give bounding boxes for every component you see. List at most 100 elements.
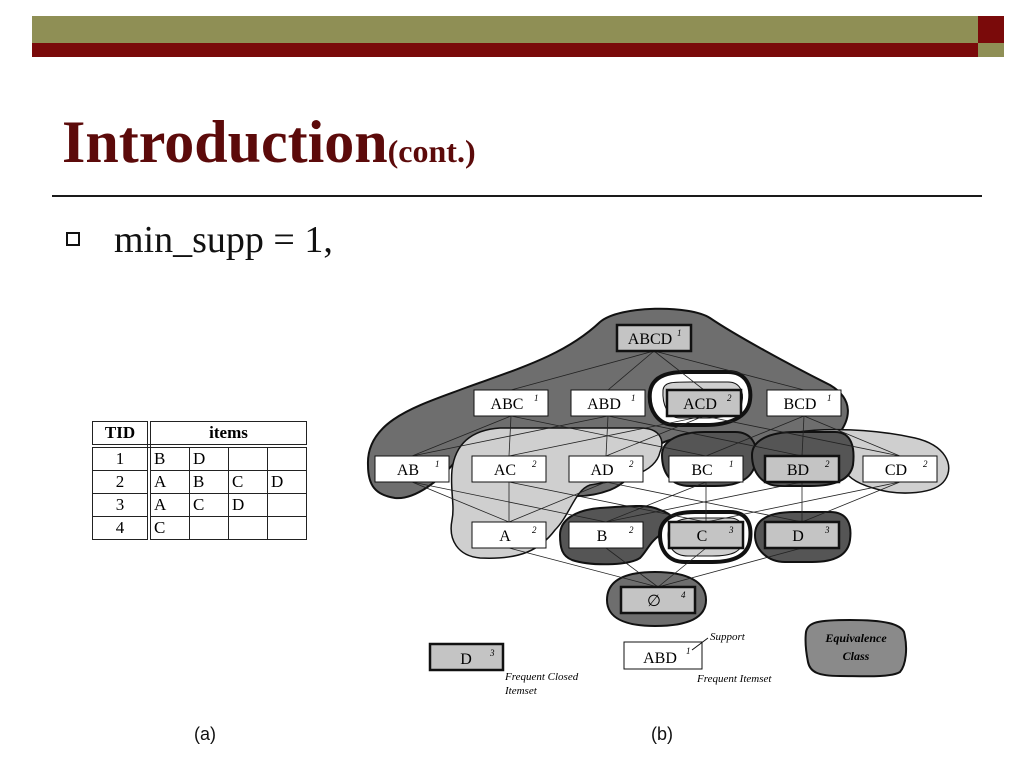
- lattice-node-box: [473, 389, 549, 417]
- legend-class-caption-1: Equivalence: [824, 631, 887, 645]
- lattice-node-bd: BD 2: [763, 454, 841, 484]
- table-cell-item: B: [189, 470, 229, 494]
- legend-support-caption: Support: [710, 631, 746, 643]
- lattice-node-label: B: [597, 528, 608, 545]
- lattice-edge: [657, 547, 803, 588]
- table-cell-item: [189, 516, 229, 540]
- lattice-edge: [411, 415, 609, 457]
- lattice-edge: [607, 415, 803, 457]
- table-header-tid: TID: [92, 421, 151, 448]
- lattice-node-box: [471, 455, 547, 483]
- lattice-node-box: [668, 455, 744, 483]
- lattice-edge: [803, 415, 901, 457]
- lattice-node-box: [374, 455, 450, 483]
- title-sub: (cont.): [387, 133, 476, 169]
- lattice-node-support: 2: [629, 525, 634, 535]
- lattice-node-support: 2: [629, 459, 634, 469]
- legend-closed-itemset: D 3 Frequent Closed Itemset: [428, 642, 579, 697]
- lattice-node-label: ABC: [491, 396, 524, 413]
- lattice-node-box: [862, 455, 938, 483]
- lattice-node-box: [568, 521, 644, 549]
- lattice-node-support: 2: [532, 459, 537, 469]
- lattice-node-label: ABCD: [628, 331, 672, 348]
- lattice-edge: [510, 350, 655, 391]
- lattice-edge: [801, 481, 901, 523]
- lattice-node-abc: ABC 1: [473, 389, 549, 417]
- table-header-items: items: [148, 421, 307, 448]
- corner-square-red: [978, 16, 1004, 43]
- lattice-node-empty: ∅4: [619, 585, 697, 615]
- lattice-edges: [411, 350, 901, 588]
- lattice-edge: [605, 415, 705, 457]
- lattice-node-label: C: [697, 528, 708, 545]
- caption-a: (a): [194, 724, 216, 744]
- table-cell-item: [228, 516, 268, 540]
- lattice-node-label: ABD: [587, 396, 621, 413]
- table-header-row: TID items: [92, 421, 307, 448]
- lattice-node-label: ACD: [683, 396, 717, 413]
- lattice-node-support: 2: [923, 459, 928, 469]
- top-bar: [32, 16, 978, 43]
- lattice-node-support: 2: [825, 459, 830, 469]
- bullet-square-icon: [66, 232, 80, 246]
- slide-title: Introduction(cont.): [62, 108, 476, 177]
- lattice-node-box: [766, 389, 842, 417]
- lattice-node-label: BD: [787, 462, 809, 479]
- legend-closed-label: D: [460, 651, 472, 668]
- lattice-node-abd: ABD 1: [570, 389, 646, 417]
- table-cell-item: [267, 445, 307, 471]
- lattice-node-support: 2: [532, 525, 537, 535]
- legend-closed-caption-2: Itemset: [504, 685, 538, 697]
- table-row: 4 C: [92, 516, 307, 540]
- lattice-edge: [801, 415, 805, 457]
- transaction-table: TID items 1 B D 2 A B C D 3 A C D 4 C: [92, 421, 307, 540]
- table-cell-tid: 2: [92, 470, 151, 494]
- table-cell-item: [267, 516, 307, 540]
- lattice-edge: [508, 547, 659, 588]
- legend-class-caption-2: Class: [843, 649, 870, 663]
- lattice-node-box: [763, 520, 841, 550]
- legend-equivalence-class: Equivalence Class: [824, 631, 887, 663]
- lattice-node-support: 1: [534, 393, 539, 403]
- legend-itemset-box: [623, 641, 703, 670]
- table-cell-item: C: [148, 516, 190, 540]
- table-row: 1 B D: [92, 445, 307, 471]
- lattice-edge: [657, 547, 707, 588]
- lattice-edge: [508, 481, 607, 523]
- lattice-node-label: D: [792, 528, 804, 545]
- lattice-edge: [653, 350, 805, 391]
- lattice-node-box: [667, 520, 745, 550]
- equivalence-class-region: [804, 618, 908, 678]
- lattice-node-support: 1: [631, 393, 636, 403]
- lattice-node-support: 1: [729, 459, 734, 469]
- lattice-node-label: AC: [494, 462, 516, 479]
- legend-closed-support: 3: [489, 648, 495, 658]
- caption-b: (b): [651, 724, 673, 744]
- lattice-node-box: [471, 521, 547, 549]
- lattice-edge: [411, 415, 512, 457]
- table-row: 2 A B C D: [92, 470, 307, 494]
- lattice-node-support: 4: [681, 590, 686, 600]
- lattice-node-box: [763, 454, 841, 484]
- lattice-edge: [510, 415, 707, 457]
- lattice-node-support: 3: [824, 525, 830, 535]
- lattice-node-box: [568, 455, 644, 483]
- title-main: Introduction: [62, 109, 388, 175]
- lattice-node-label: AB: [397, 462, 419, 479]
- lattice-node-label: AD: [590, 462, 613, 479]
- title-rule: [52, 195, 982, 197]
- lattice-node-support: 3: [728, 525, 734, 535]
- lattice-edge: [653, 350, 705, 391]
- table-cell-tid: 1: [92, 445, 151, 471]
- lattice-node-label: BCD: [784, 396, 817, 413]
- table-cell-item: B: [148, 445, 190, 471]
